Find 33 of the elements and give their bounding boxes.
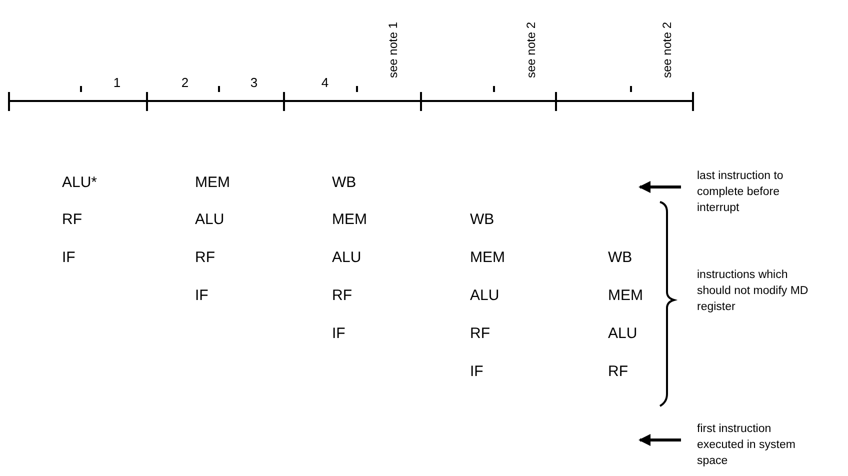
annotation-text: instructions which should not modify MD register — [697, 267, 819, 315]
pipeline-stage: RF — [332, 288, 352, 303]
pipeline-stage: ALU* — [62, 175, 98, 190]
pipeline-stage: MEM — [195, 175, 230, 190]
pipeline-stage: IF — [195, 288, 208, 303]
pipeline-stage: ALU — [470, 288, 500, 303]
note-reference: see note 1 — [387, 20, 399, 80]
pipeline-stage: RF — [195, 250, 215, 265]
pipeline-stage: RF — [608, 364, 628, 379]
clock-phase-number: 4 — [321, 76, 329, 89]
annotation-text: first instruction executed in system space — [697, 421, 819, 469]
pipeline-stage: IF — [62, 250, 76, 265]
note-reference: see note 2 — [525, 20, 537, 80]
pipeline-stage: ALU — [195, 212, 224, 227]
arrow — [638, 181, 681, 193]
pipeline-stage: ALU — [608, 326, 638, 341]
clock-phase-number: 2 — [181, 76, 189, 89]
pipeline-stage: ALU — [332, 250, 362, 265]
arrow — [638, 434, 681, 446]
note-reference: see note 2 — [661, 20, 673, 80]
pipeline-stage: MEM — [332, 212, 367, 227]
pipeline-stage: WB — [332, 175, 356, 190]
pipeline-stage: IF — [470, 364, 484, 379]
pipeline-stage: RF — [470, 326, 490, 341]
pipeline-stage: WB — [608, 250, 632, 265]
annotation-text: last instruction to complete before interrupt — [697, 168, 819, 216]
pipeline-stage: MEM — [608, 288, 643, 303]
pipeline-stage: MEM — [470, 250, 505, 265]
pipeline-stage: WB — [470, 212, 494, 227]
clock-phase-number: 3 — [250, 76, 258, 89]
clock-phase-number: 1 — [113, 76, 121, 89]
pipeline-stage: RF — [62, 212, 82, 227]
pipeline-stage: IF — [332, 326, 346, 341]
